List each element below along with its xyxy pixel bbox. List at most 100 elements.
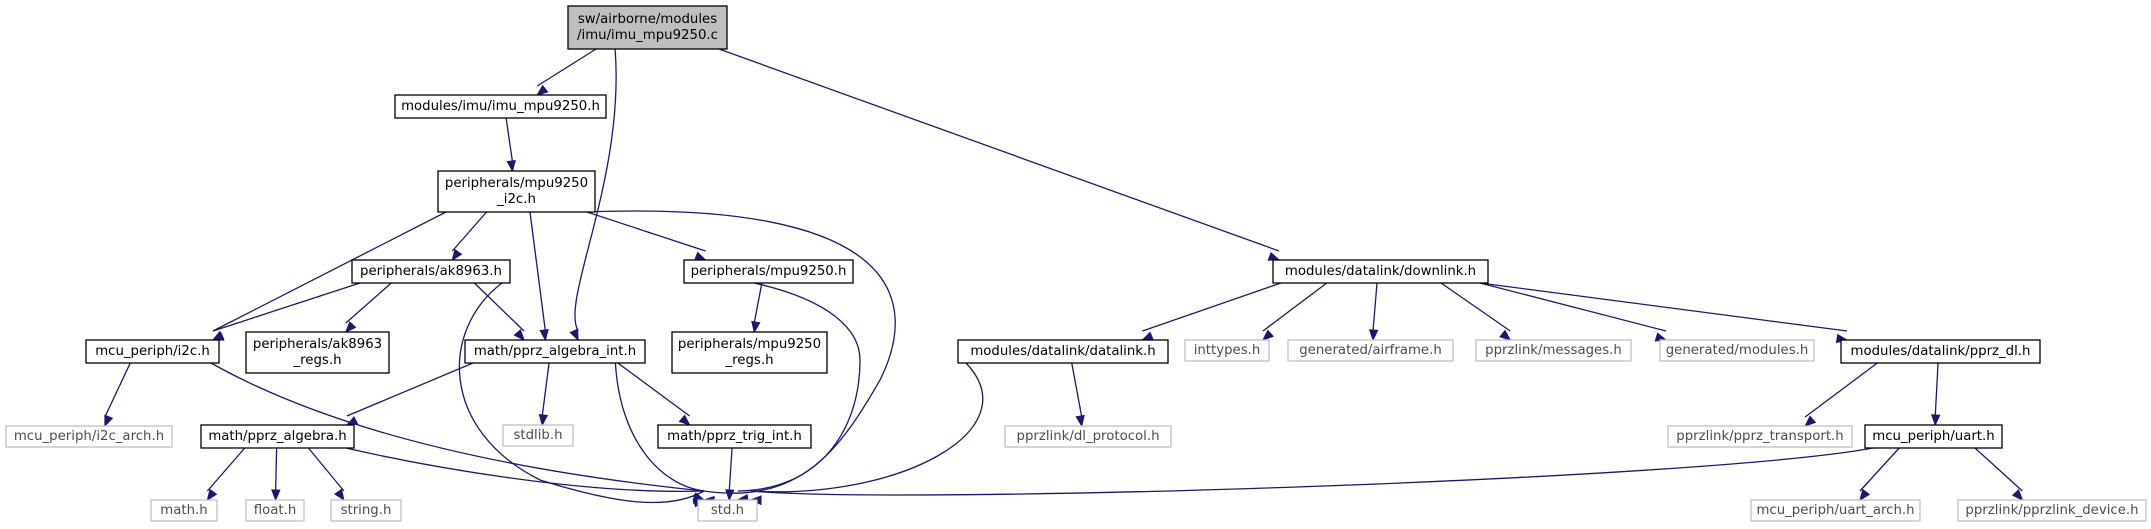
node-label: pprzlink/messages.h	[1485, 343, 1622, 358]
node-label: modules/imu/imu_mpu9250.h	[401, 99, 600, 114]
node-mpu_i2c[interactable]: peripherals/mpu9250_i2c.h	[437, 170, 596, 213]
node-airframe: generated/airframe.h	[1287, 339, 1454, 362]
node-box	[1840, 339, 2041, 364]
arrowhead-icon	[344, 321, 357, 333]
edge-line	[737, 282, 861, 492]
node-label: _i2c.h	[496, 192, 536, 207]
arrowhead-icon	[334, 488, 345, 502]
edge-mpu_i2c-to-alg_int	[529, 211, 549, 342]
arrowhead-icon	[1267, 251, 1281, 261]
edge-ak8963-to-std	[458, 282, 706, 508]
edge-line	[274, 447, 278, 492]
node-pprz_dl[interactable]: modules/datalink/pprz_dl.h	[1840, 339, 2041, 364]
node-label: pprzlink/dl_protocol.h	[1017, 429, 1160, 444]
edge-line	[206, 447, 246, 492]
arrowhead-icon	[539, 329, 549, 342]
node-label: mcu_periph/uart_arch.h	[1756, 503, 1914, 518]
edge-root-to-downlink	[718, 48, 1281, 261]
edge-line	[753, 282, 763, 324]
edge-downlink-to-inttypes	[1261, 282, 1328, 341]
node-messages: pprzlink/messages.h	[1475, 339, 1632, 362]
edge-pprz_dl-to-transport	[1804, 362, 1878, 427]
edge-line	[1479, 282, 1667, 332]
edge-alg-to-std	[345, 447, 706, 505]
edge-line	[574, 48, 617, 332]
node-box	[671, 331, 828, 374]
edge-line	[451, 211, 488, 252]
node-uart[interactable]: mcu_periph/uart.h	[1864, 424, 2003, 449]
node-inttypes: inttypes.h	[1184, 339, 1270, 362]
edge-line	[541, 362, 550, 417]
node-alg[interactable]: math/pprz_algebra.h	[200, 424, 355, 449]
node-box	[1864, 424, 2003, 449]
node-label: pprzlink/pprz_transport.h	[1676, 429, 1843, 444]
node-trig[interactable]: math/pprz_trig_int.h	[657, 424, 812, 449]
node-box	[683, 259, 854, 284]
arrowhead-icon	[751, 320, 761, 334]
edge-line	[212, 211, 447, 332]
edge-uart-to-std	[749, 447, 1874, 506]
edge-root-to-imu_h	[536, 48, 597, 96]
arrowhead-icon	[1499, 329, 1512, 341]
node-box	[567, 5, 728, 50]
edge-line	[536, 48, 597, 87]
arrowhead-icon	[104, 414, 114, 428]
edge-alg_int-to-trig	[617, 362, 691, 426]
edge-line	[1479, 282, 1848, 332]
node-ak_regs[interactable]: peripherals/ak8963_regs.h	[245, 331, 390, 374]
node-box	[245, 331, 390, 374]
node-label: math/pprz_algebra.h	[208, 429, 346, 444]
nodes: sw/airborne/modules/imu/imu_mpu9250.cmod…	[5, 5, 2147, 522]
node-label: math/pprz_trig_int.h	[667, 429, 802, 444]
node-label: _regs.h	[292, 353, 341, 368]
node-label: inttypes.h	[1194, 343, 1261, 358]
node-box	[1957, 499, 2147, 522]
node-label: modules/datalink/downlink.h	[1285, 264, 1476, 279]
node-downlink[interactable]: modules/datalink/downlink.h	[1272, 259, 1489, 284]
node-ak8963[interactable]: peripherals/ak8963.h	[351, 259, 511, 284]
edge-pprz_dl-to-uart	[1930, 362, 1941, 427]
arrowhead-icon	[538, 414, 549, 427]
node-alg_int[interactable]: math/pprz_algebra_int.h	[464, 339, 646, 364]
edge-downlink-to-modules	[1479, 282, 1668, 342]
node-i2c_arch: mcu_periph/i2c_arch.h	[5, 425, 173, 448]
node-label: std.h	[711, 503, 744, 518]
node-label: math.h	[160, 503, 207, 518]
node-mpu_regs[interactable]: peripherals/mpu9250_regs.h	[671, 331, 828, 374]
node-box	[502, 424, 574, 447]
node-label: mcu_periph/i2c_arch.h	[14, 429, 164, 444]
edge-line	[1142, 282, 1282, 332]
edge-alg-to-math	[206, 447, 246, 502]
node-box	[85, 339, 220, 364]
node-device: pprzlink/pprzlink_device.h	[1957, 499, 2147, 522]
node-imu_h[interactable]: modules/imu/imu_mpu9250.h	[394, 94, 607, 119]
arrowhead-icon	[513, 328, 525, 342]
arrowhead-icon	[1141, 331, 1154, 341]
edge-line	[1934, 362, 1939, 417]
edge-line	[617, 362, 691, 417]
node-box	[1659, 339, 1815, 362]
edge-line	[1804, 362, 1878, 418]
node-datalink[interactable]: modules/datalink/datalink.h	[957, 339, 1169, 364]
edge-downlink-to-datalink	[1141, 282, 1282, 341]
node-label: modules/datalink/datalink.h	[970, 344, 1155, 359]
arrowhead-icon	[2011, 489, 2024, 501]
edge-line	[1071, 362, 1083, 418]
arrowhead-icon	[1369, 329, 1379, 342]
edge-line	[1440, 282, 1511, 332]
edge-alg-to-string	[307, 447, 345, 502]
node-box	[1184, 339, 1270, 362]
node-box	[657, 424, 812, 449]
node-box	[697, 499, 758, 522]
edge-root-to-alg_int	[569, 48, 617, 342]
edge-ak8963-to-alg_int	[473, 282, 525, 342]
arrowhead-icon	[506, 160, 516, 173]
edge-downlink-to-pprz_dl	[1479, 282, 1849, 344]
node-root[interactable]: sw/airborne/modules/imu/imu_mpu9250.c	[567, 5, 728, 50]
edge-imu_h-to-mpu_i2c	[505, 117, 516, 173]
node-i2c[interactable]: mcu_periph/i2c.h	[85, 339, 220, 364]
node-mpu9250[interactable]: peripherals/mpu9250.h	[683, 259, 854, 284]
node-box	[1272, 259, 1489, 284]
edge-alg_int-to-stdlib	[538, 362, 550, 427]
node-modules: generated/modules.h	[1659, 339, 1815, 362]
